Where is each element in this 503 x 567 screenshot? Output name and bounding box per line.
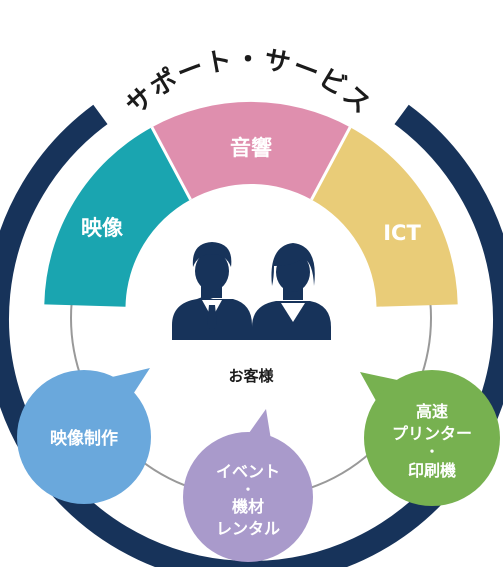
segment-video bbox=[44, 127, 191, 307]
bubble-printer-line1: 高速 bbox=[416, 402, 448, 421]
segment-video-label: 映像 bbox=[81, 216, 124, 240]
bubble-event-rental-line3: 機材 bbox=[232, 497, 264, 516]
bubble-event-rental-line1: イベント bbox=[216, 462, 280, 481]
segment-audio bbox=[151, 101, 351, 200]
customer-icon-group bbox=[172, 242, 331, 340]
bubble-event-rental-line2: ・ bbox=[241, 483, 254, 498]
segment-ict-label: ICT bbox=[383, 221, 421, 245]
bubble-printer: 高速 プリンター ・ 印刷機 bbox=[360, 370, 500, 506]
segment-ict bbox=[311, 127, 458, 307]
bubble-video-production-label: 映像制作 bbox=[50, 428, 118, 449]
bubble-event-rental-line4: レンタル bbox=[216, 519, 280, 538]
bubble-video-production: 映像制作 bbox=[17, 368, 151, 504]
bubble-printer-line3: ・ bbox=[425, 445, 438, 460]
bubble-event-rental: イベント ・ 機材 レンタル bbox=[183, 409, 313, 562]
bubble-printer-line2: プリンター bbox=[392, 424, 472, 443]
customer-man-icon bbox=[172, 242, 252, 340]
segment-audio-label: 音響 bbox=[230, 136, 272, 160]
bubble-printer-line4: 印刷機 bbox=[408, 461, 456, 480]
customer-woman-icon bbox=[252, 243, 331, 340]
center-label: お客様 bbox=[228, 367, 274, 385]
